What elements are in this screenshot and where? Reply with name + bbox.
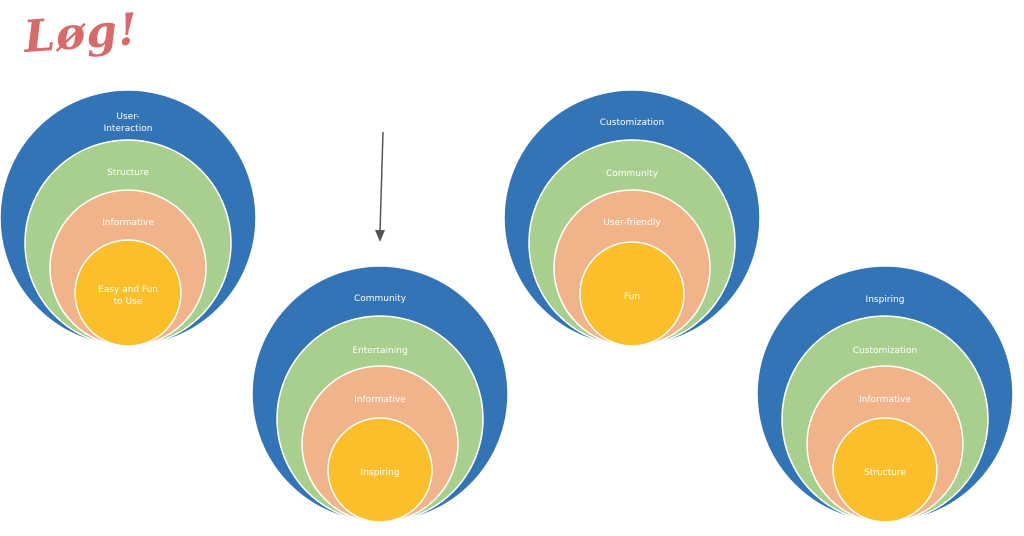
ring-label-inner: Structure (864, 468, 906, 478)
ring-label-line: Customization (600, 118, 664, 128)
ring-inner (832, 417, 938, 523)
ring-label-line: Informative (859, 395, 911, 405)
ring-label-outer: Inspiring (866, 295, 905, 305)
ring-label-line: User-friendly (603, 218, 661, 228)
ring-label-third: User-friendly (603, 218, 661, 228)
ring-label-line: Informative (102, 218, 154, 228)
ring-label-third: Informative (102, 218, 154, 228)
ring-label-third: Informative (354, 395, 406, 405)
ring-label-line: Informative (354, 395, 406, 405)
ring-label-inner: Fun (624, 292, 640, 302)
ring-label-second: Customization (853, 346, 917, 356)
ring-label-line: Inspiring (866, 295, 905, 305)
ring-label-inner: Easy and Fun to Use (98, 285, 158, 307)
arrow-head (375, 230, 385, 242)
ring-label-outer: Customization (600, 118, 664, 128)
ring-label-line: Customization (853, 346, 917, 356)
ring-label-line: to Use (114, 297, 143, 307)
ring-inner (74, 239, 182, 347)
ring-inner (327, 417, 433, 523)
circle-diagram-1: User- InteractionStructureInformativeEasy… (0, 89, 257, 347)
ring-label-inner: Inspiring (361, 468, 400, 478)
ring-label-third: Informative (859, 395, 911, 405)
ring-label-second: Entertaining (352, 346, 407, 356)
ring-label-second: Structure (107, 168, 149, 178)
arrow-line (379, 131, 384, 233)
ring-label-line: Community (606, 169, 659, 179)
circle-diagram-2: CommunityEntertainingInformativeInspirin… (251, 265, 509, 523)
ring-label-line: Community (354, 294, 407, 304)
circle-diagram-4: InspiringCustomizationInformativeStructu… (756, 265, 1014, 523)
ring-label-line: Fun (624, 292, 640, 302)
ring-label-line: User- (116, 112, 139, 122)
ring-label-line: Interaction (104, 124, 153, 134)
ring-label-line: Easy and Fun (98, 285, 158, 295)
ring-label-outer: User- Interaction (104, 112, 153, 134)
ring-label-line: Inspiring (361, 468, 400, 478)
ring-label-line: Structure (864, 468, 906, 478)
ring-inner (579, 241, 685, 347)
ring-label-second: Community (606, 169, 659, 179)
ring-label-line: Structure (107, 168, 149, 178)
ring-label-line: Entertaining (352, 346, 407, 356)
ring-label-outer: Community (354, 294, 407, 304)
